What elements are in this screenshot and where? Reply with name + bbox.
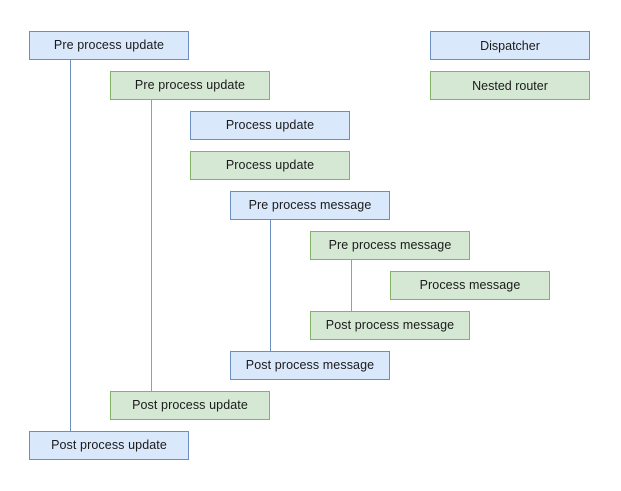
legend-item-green[interactable]: Nested router — [430, 71, 590, 100]
flow-node[interactable]: Process update — [190, 151, 350, 180]
connector-line — [70, 60, 71, 431]
flow-node[interactable]: Pre process update — [110, 71, 270, 100]
flow-node[interactable]: Post process message — [230, 351, 390, 380]
flow-node[interactable]: Process update — [190, 111, 350, 140]
flow-node[interactable]: Post process update — [110, 391, 270, 420]
connector-line — [270, 220, 271, 351]
flow-node[interactable]: Pre process message — [230, 191, 390, 220]
legend-item-blue[interactable]: Dispatcher — [430, 31, 590, 60]
connector-line — [351, 260, 352, 311]
flow-node[interactable]: Post process message — [310, 311, 470, 340]
flow-node[interactable]: Process message — [390, 271, 550, 300]
connector-line — [151, 100, 152, 391]
flow-node[interactable]: Post process update — [29, 431, 189, 460]
flow-node[interactable]: Pre process message — [310, 231, 470, 260]
flow-node[interactable]: Pre process update — [29, 31, 189, 60]
